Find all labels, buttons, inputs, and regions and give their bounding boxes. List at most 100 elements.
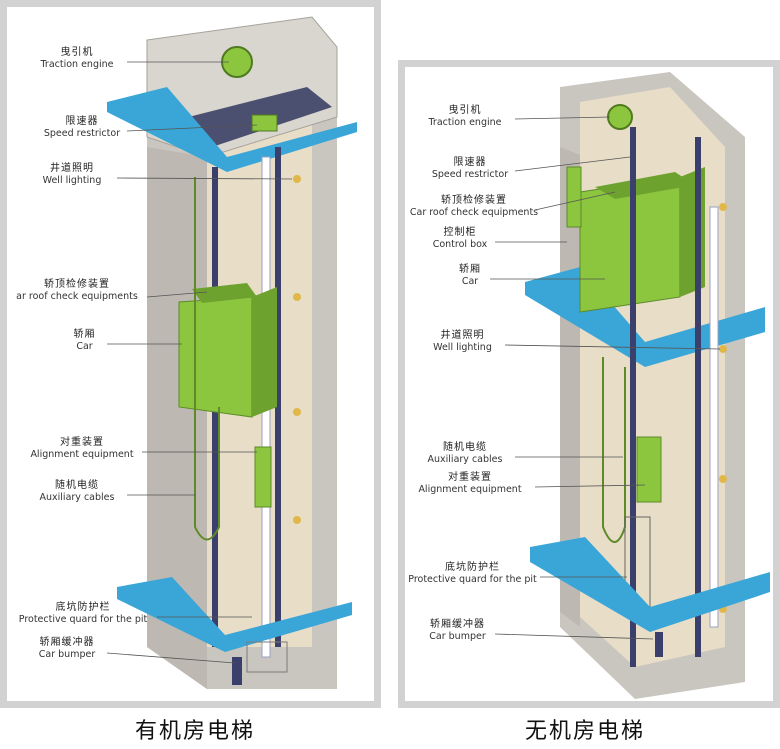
label-traction-engine: 曳引机 Traction engine [415, 105, 515, 129]
leader-speed-restrictor [126, 124, 258, 132]
label-en: Well lighting [42, 175, 102, 186]
leader-well-lighting [504, 344, 721, 350]
leader-traction-engine [514, 116, 611, 120]
traction-engine-icon [607, 104, 633, 130]
label-pit-guard: 底坑防护栏 Protective quard for the pit [7, 602, 159, 626]
machine-roomless-elevator-illustration [490, 72, 770, 699]
label-en: Car roof check equipments [409, 207, 539, 218]
right-diagram-canvas: 曳引机 Traction engine 限速器 Speed restrictor… [405, 67, 773, 701]
well-light-3 [293, 408, 301, 416]
label-speed-restrictor: 限速器 Speed restrictor [27, 116, 137, 140]
well-light-3 [719, 475, 727, 483]
label-auxiliary-cables: 随机电缆 Auxiliary cables [27, 480, 127, 504]
label-car: 轿厢 Car [62, 329, 107, 353]
right-diagram-frame: 曳引机 Traction engine 限速器 Speed restrictor… [398, 60, 780, 708]
label-zh: 随机电缆 [443, 442, 487, 453]
label-zh: 曳引机 [60, 47, 94, 58]
label-well-lighting: 井道照明 Well lighting [420, 330, 505, 354]
label-car-bumper: 轿厢缓冲器 Car bumper [27, 637, 107, 661]
label-en: Traction engine [428, 117, 502, 128]
label-zh: 限速器 [65, 116, 99, 127]
car-bumper [655, 632, 663, 657]
label-en: Protective quard for the pit [408, 574, 537, 585]
car-bumper [232, 657, 242, 685]
label-zh: 轿厢缓冲器 [430, 619, 485, 630]
label-en: Alignment equipment [418, 484, 522, 495]
shaft-front-face [147, 147, 207, 689]
guide-rail-right [275, 147, 281, 647]
label-zh: 轿厢缓冲器 [39, 637, 95, 648]
label-zh: 轿厢 [73, 329, 96, 340]
label-en: Auxiliary cables [427, 454, 503, 465]
label-en: Alignment equipment [30, 449, 134, 460]
label-well-lighting: 井道照明 Well lighting [27, 163, 117, 187]
label-control-box: 控制柜 Control box [425, 227, 495, 251]
label-en: Speed restrictor [431, 169, 509, 180]
label-zh: 井道照明 [50, 163, 94, 174]
label-car: 轿厢 Car [450, 264, 490, 288]
label-en: Control box [432, 239, 488, 250]
leader-car-bumper [106, 652, 236, 664]
label-en: Car bumper [38, 649, 96, 660]
leader-car-roof-check [146, 291, 208, 298]
leader-speed-restrictor [514, 156, 631, 172]
caption-machine-roomless-elevator: 无机房电梯 [524, 719, 645, 744]
guide-rail-left [630, 127, 636, 667]
leader-car-roof-check [534, 191, 616, 211]
pit-guard [246, 641, 288, 673]
label-zh: 对重装置 [448, 472, 492, 483]
label-alignment-equipment: 对重装置 Alignment equipment [405, 472, 535, 496]
label-en: ar roof check equipments [16, 291, 138, 302]
bottom-floor-slab [530, 537, 770, 632]
well-light-4 [293, 516, 301, 524]
label-zh: 限速器 [453, 157, 487, 168]
label-auxiliary-cables: 随机电缆 Auxiliary cables [415, 442, 515, 466]
bottom-floor-slab [117, 577, 352, 652]
leader-alignment-equipment [534, 484, 646, 488]
label-en: Car [461, 276, 479, 287]
label-zh: 控制柜 [443, 227, 477, 238]
label-car-bumper: 轿厢缓冲器 Car bumper [420, 619, 495, 643]
label-speed-restrictor: 限速器 Speed restrictor [415, 157, 525, 181]
label-en: Car bumper [429, 631, 486, 642]
label-en: Auxiliary cables [39, 492, 115, 503]
label-zh: 轿顶检修装置 [44, 279, 110, 290]
label-zh: 井道照明 [440, 330, 485, 341]
auxiliary-cable [194, 177, 220, 541]
label-zh: 曳引机 [448, 105, 482, 116]
label-en: Speed restrictor [43, 128, 121, 139]
car-roof-check-equipment [192, 283, 257, 303]
label-en: Well lighting [433, 342, 492, 353]
machine-room-elevator-illustration [106, 16, 357, 689]
control-box [566, 166, 582, 228]
counterweight [254, 446, 272, 508]
well-light-2 [293, 293, 301, 301]
leader-well-lighting [116, 177, 293, 180]
label-zh: 轿顶检修装置 [441, 195, 507, 206]
label-en: Traction engine [40, 59, 114, 70]
ladder-rail [709, 206, 719, 628]
label-zh: 对重装置 [60, 437, 104, 448]
leader-car-bumper [494, 633, 654, 640]
label-traction-engine: 曳引机 Traction engine [27, 47, 127, 71]
well-light-1 [293, 175, 301, 183]
guide-rail-right [695, 137, 701, 657]
label-car-roof-check: 轿顶检修装置 ar roof check equipments [7, 279, 147, 303]
shaft-front-face [560, 147, 580, 627]
elevator-car-side [252, 287, 277, 417]
left-diagram-frame: 曳引机 Traction engine 限速器 Speed restrictor… [0, 0, 381, 708]
label-pit-guard: 底坑防护栏 Protective quard for the pit [405, 562, 540, 586]
elevator-car [178, 296, 253, 418]
counterweight [636, 436, 662, 503]
label-zh: 轿厢 [459, 264, 481, 275]
caption-machine-room-elevator: 有机房电梯 [134, 719, 255, 744]
top-floor-slab [107, 87, 357, 172]
label-car-roof-check: 轿顶检修装置 Car roof check equipments [405, 195, 543, 219]
label-en: Protective quard for the pit [18, 614, 148, 625]
well-light-2 [719, 345, 727, 353]
well-light-1 [719, 203, 727, 211]
label-zh: 底坑防护栏 [445, 562, 500, 573]
label-zh: 随机电缆 [55, 480, 99, 491]
label-zh: 底坑防护栏 [55, 602, 111, 613]
label-en: Car [76, 341, 93, 352]
